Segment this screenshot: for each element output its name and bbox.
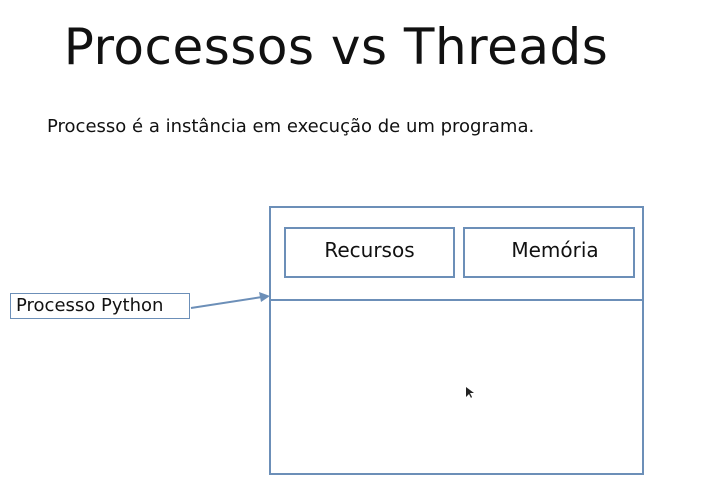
resources-box: [284, 227, 455, 278]
memory-label: Memória: [511, 238, 599, 262]
mouse-cursor-icon: [466, 387, 474, 398]
python-process-label: Processo Python: [10, 293, 190, 319]
memory-box: [463, 227, 635, 278]
process-box: [269, 206, 644, 475]
slide-title: Processos vs Threads: [63, 18, 609, 76]
resources-label: Recursos: [324, 238, 415, 262]
process-definition: Processo é a instância em execução de um…: [47, 116, 535, 137]
pointer-arrow-line: [190, 296, 263, 309]
pointer-arrowhead: [259, 292, 270, 302]
